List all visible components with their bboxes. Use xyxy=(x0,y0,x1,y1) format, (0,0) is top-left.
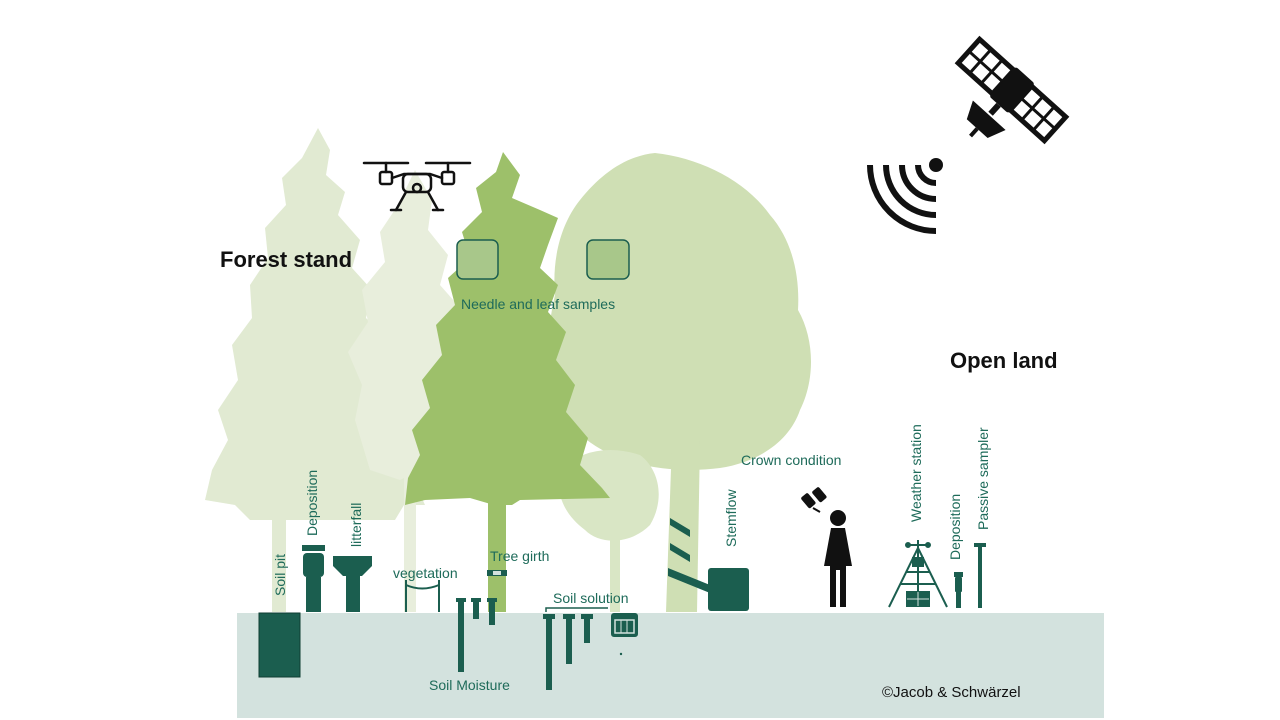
soil-solution-label: Soil solution xyxy=(553,590,629,606)
soil-pit xyxy=(258,612,301,678)
stemflow-collector xyxy=(668,518,749,611)
passive-sampler xyxy=(974,543,986,608)
passive-sampler-label: Passive sampler xyxy=(975,427,991,530)
stemflow-label: Stemflow xyxy=(723,489,739,547)
copyright-credit: ©Jacob & Schwärzel xyxy=(882,684,1021,701)
open-land-heading: Open land xyxy=(950,348,1058,373)
drone-icon xyxy=(362,161,472,212)
leaf-sample-box-left xyxy=(456,239,499,280)
signal-icon xyxy=(867,158,943,234)
soil-solution-lysimeters xyxy=(543,607,638,690)
ground-soil xyxy=(237,613,1104,718)
leaf-sample-box-right xyxy=(586,239,630,280)
tree-girth-band xyxy=(487,570,507,576)
deposition-collector-open xyxy=(954,572,963,608)
satellite-icon xyxy=(954,35,1070,145)
tree-dark-conifer xyxy=(405,152,610,612)
deposition-forest-label: Deposition xyxy=(304,470,320,536)
tree-deciduous xyxy=(548,153,812,612)
weather-station xyxy=(888,540,948,608)
soil-pit-label: Soil pit xyxy=(272,554,288,596)
tree-girth-label: Tree girth xyxy=(490,548,549,564)
weather-station-label: Weather station xyxy=(908,424,924,522)
deposition-open-label: Deposition xyxy=(947,494,963,560)
needle-leaf-samples-label: Needle and leaf samples xyxy=(461,296,615,312)
person-icon xyxy=(824,510,852,607)
vegetation-label: vegetation xyxy=(393,565,458,581)
binoculars-icon xyxy=(801,487,827,513)
soil-moisture-label: Soil Moisture xyxy=(429,677,510,693)
crown-condition-label: Crown condition xyxy=(741,452,841,468)
deposition-collector-forest xyxy=(302,545,325,612)
litterfall-label: litterfall xyxy=(348,503,364,547)
vegetation-plot xyxy=(405,580,440,612)
forest-stand-heading: Forest stand xyxy=(220,247,352,272)
litterfall-trap xyxy=(333,556,372,612)
soil-moisture-probes xyxy=(456,598,497,672)
